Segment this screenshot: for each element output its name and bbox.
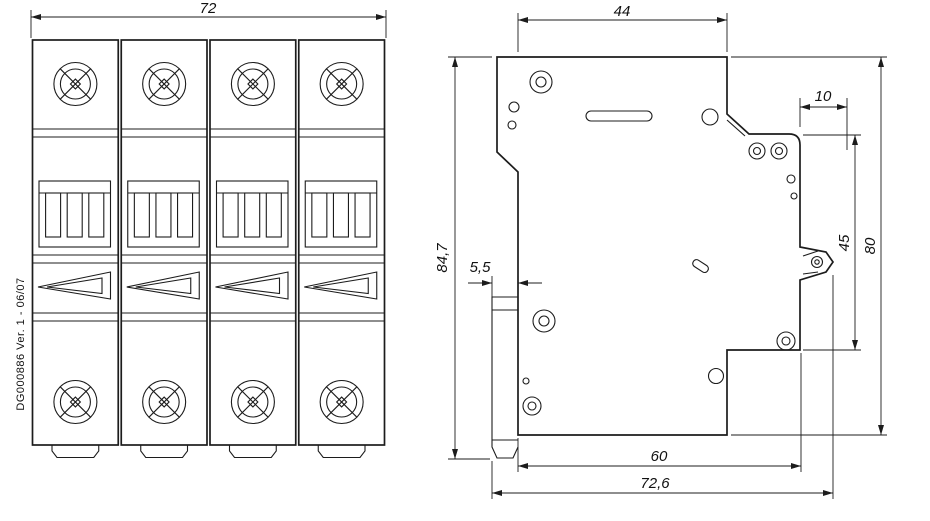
dim-total-depth-label: 72,6 — [640, 475, 670, 492]
breaker-pole-2 — [120, 39, 208, 459]
dim-body-height: 80 — [731, 56, 887, 436]
dim-terminal-height-label: 45 — [836, 234, 853, 251]
breaker-pole-4 — [297, 39, 386, 459]
breaker-pole-1 — [31, 39, 120, 459]
din-clip — [491, 296, 519, 459]
dim-side-top-width-label: 44 — [614, 3, 631, 20]
dim-front-width: 72 — [30, 0, 387, 38]
dim-latch-depth: 10 — [799, 88, 848, 150]
dim-total-depth: 72,6 — [491, 275, 834, 499]
dim-clip-offset: 5,5 — [468, 259, 542, 299]
vent-slot — [585, 110, 653, 122]
side-view: 44 10 84,7 5,5 45 — [434, 3, 887, 499]
dim-body-depth: 60 — [517, 353, 802, 472]
dim-front-width-label: 72 — [200, 0, 217, 17]
side-outline — [496, 56, 835, 436]
part-number-label: DG000886 Ver. 1 - 06/07 — [15, 277, 27, 410]
side-details — [507, 70, 824, 416]
dim-total-height: 84,7 — [434, 56, 492, 460]
dim-total-height-label: 84,7 — [434, 243, 451, 273]
front-view: 72 DG000886 Ver. 1 - 06/07 — [15, 0, 387, 459]
dim-latch-depth-label: 10 — [815, 88, 832, 105]
dim-terminal-height: 45 — [803, 134, 861, 351]
breaker-pole-3 — [209, 39, 297, 459]
angled-slot — [692, 259, 709, 274]
dim-side-top-width: 44 — [517, 3, 728, 52]
dim-body-height-label: 80 — [862, 237, 879, 254]
dim-clip-offset-label: 5,5 — [470, 259, 492, 276]
dim-body-depth-label: 60 — [651, 448, 668, 465]
